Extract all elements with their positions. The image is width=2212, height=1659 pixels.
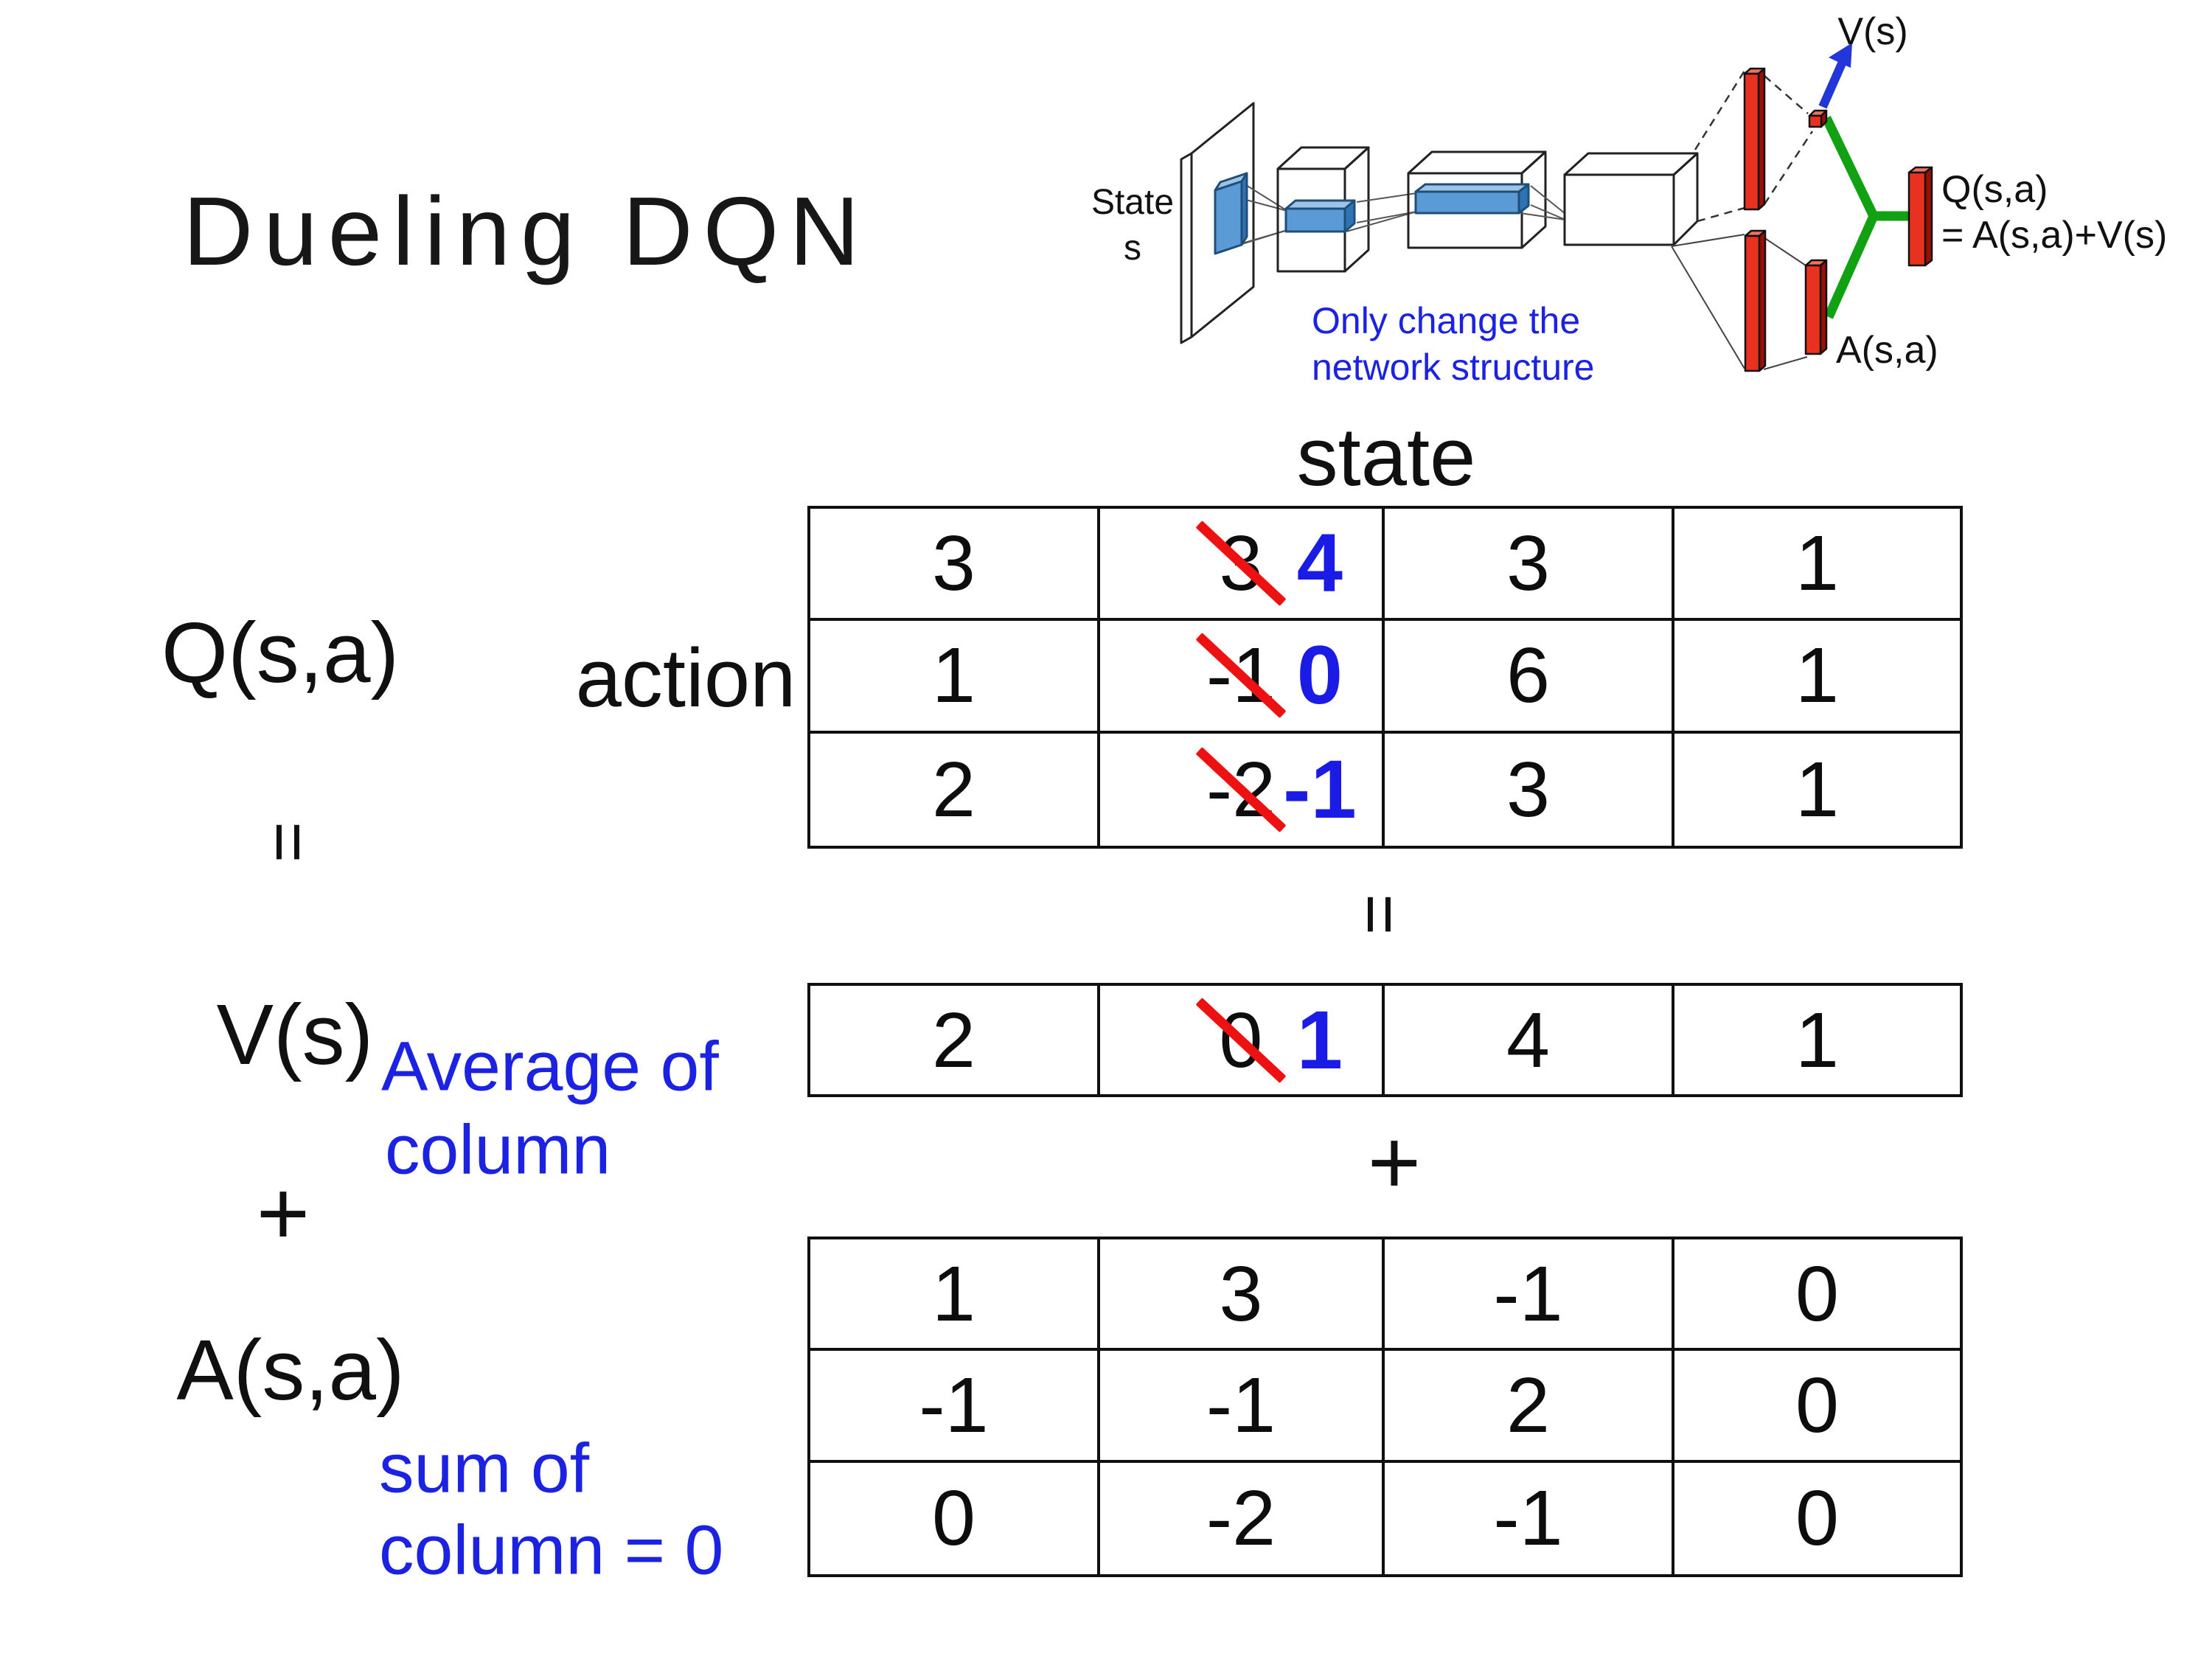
average-note-line2: column xyxy=(385,1110,611,1189)
cell-value: 2 xyxy=(932,996,975,1084)
a-cell: 3 xyxy=(1099,1239,1385,1352)
a-cell: -1 xyxy=(1385,1239,1674,1352)
cell-value: 3 xyxy=(932,520,975,608)
cell-value: 1 xyxy=(1795,520,1839,608)
a-cell: 1 xyxy=(810,1239,1100,1352)
diagram-note-line1: Only change the xyxy=(1312,300,1580,341)
hidden-vector-top xyxy=(1743,67,1766,211)
state-axis-label: state xyxy=(1296,411,1476,503)
hidden-vector-bottom xyxy=(1744,229,1767,372)
corrected-value: -1 xyxy=(1283,742,1357,835)
q-value-table: 3 3 4 3 1 1 -1 0 6 1 2 -2 -1 3 1 xyxy=(807,506,1963,849)
v-matrix-label: V(s) xyxy=(216,987,374,1082)
cell-value: -2 xyxy=(1206,1475,1276,1562)
feature-map-box-1 xyxy=(1284,199,1356,233)
plus-mid: + xyxy=(1367,1112,1422,1214)
a-cell: 2 xyxy=(1385,1351,1674,1463)
advantage-table: 1 3 -1 0 -1 -1 2 0 0 -2 -1 0 xyxy=(807,1237,1963,1577)
cell-value: 2 xyxy=(1506,1361,1550,1449)
conv-filter-patch xyxy=(1214,172,1248,255)
a-cell: 0 xyxy=(1674,1463,1960,1574)
diagram-q-output-formula: = A(s,a)+V(s) xyxy=(1941,214,2167,257)
cell-value: 3 xyxy=(1506,745,1550,833)
diagram-v-output-label: V(s) xyxy=(1837,10,1907,53)
cell-value: 1 xyxy=(1795,996,1839,1084)
cell-value: 0 xyxy=(1795,1361,1839,1449)
sum-note-line1: sum of xyxy=(379,1429,590,1508)
a-cell: -1 xyxy=(1385,1462,1674,1574)
value-scalar-node xyxy=(1808,109,1828,128)
v-cell-corrected: 0 1 xyxy=(1100,986,1385,1094)
q-cell: 3 xyxy=(810,509,1100,622)
a-cell: 0 xyxy=(810,1462,1100,1574)
dueling-network-diagram: State s V(s) Q(s,a) = A(s,a)+V(s) A(s,a)… xyxy=(1091,10,2167,388)
corrected-value: 0 xyxy=(1296,629,1343,722)
a-matrix-label: A(s,a) xyxy=(176,1322,405,1418)
a-cell: -1 xyxy=(1099,1351,1385,1463)
a-cell: -2 xyxy=(1100,1462,1385,1574)
equals-mid: = xyxy=(1340,893,1419,936)
flatten-layer-cube xyxy=(1563,152,1699,246)
cell-value: 0 xyxy=(932,1475,975,1562)
cell-value: 3 xyxy=(1506,520,1550,608)
corrected-value: 1 xyxy=(1296,993,1343,1086)
a-cell: 0 xyxy=(1674,1351,1960,1463)
cell-value: 0 xyxy=(1795,1250,1839,1338)
cell-value: -1 xyxy=(919,1361,989,1449)
conv-funnel-3 xyxy=(1520,185,1566,220)
corrected-value: 4 xyxy=(1296,517,1343,610)
a-cell: 0 xyxy=(1674,1239,1960,1352)
v-cell: 4 xyxy=(1385,986,1674,1094)
cell-value: -1 xyxy=(1493,1475,1563,1562)
cell-value: 1 xyxy=(1795,632,1839,720)
advantage-stream-links xyxy=(1671,234,1808,370)
q-cell: 2 xyxy=(810,733,1100,846)
cell-value: 4 xyxy=(1506,996,1550,1084)
cell-value: 0 xyxy=(1795,1475,1839,1562)
cell-value: 1 xyxy=(1795,745,1839,833)
v-cell: 2 xyxy=(810,986,1100,1094)
q-cell: 3 xyxy=(1385,509,1674,622)
cell-value: 3 xyxy=(1219,1250,1263,1338)
a-cell: -1 xyxy=(810,1351,1100,1463)
diagram-note-line2: network structure xyxy=(1312,347,1594,388)
q-cell: 1 xyxy=(810,621,1100,734)
aggregation-combiner xyxy=(1822,116,1911,319)
q-cell: 6 xyxy=(1385,621,1674,734)
cell-value: 1 xyxy=(932,632,975,720)
v-value-row: 2 0 1 4 1 xyxy=(807,983,1963,1097)
advantage-vector-node xyxy=(1804,259,1828,355)
diagram-a-output-label: A(s,a) xyxy=(1836,329,1938,372)
value-stream-dashed-links xyxy=(1694,70,1814,223)
cell-value: 6 xyxy=(1506,632,1550,720)
q-cell-corrected: -2 -1 xyxy=(1100,733,1385,846)
average-note-line1: Average of xyxy=(381,1027,719,1106)
cell-value: -1 xyxy=(1206,1361,1276,1449)
q-cell: 1 xyxy=(1674,509,1960,622)
q-cell-corrected: -1 0 xyxy=(1099,621,1385,734)
conv-funnel-2 xyxy=(1346,192,1417,232)
plus-left: + xyxy=(256,1163,310,1265)
cell-value: 2 xyxy=(932,745,975,833)
action-axis-label: action xyxy=(575,632,796,724)
diagram-q-output-label: Q(s,a) xyxy=(1941,168,2048,211)
q-cell-corrected: 3 4 xyxy=(1099,509,1385,622)
sum-note-line2: column = 0 xyxy=(379,1511,724,1590)
q-output-vector xyxy=(1907,166,1933,267)
diagram-state-label: State xyxy=(1091,183,1174,222)
slide-title: Dueling DQN xyxy=(183,177,870,285)
v-cell: 1 xyxy=(1674,986,1960,1094)
q-cell: 1 xyxy=(1674,734,1960,846)
cell-value: 1 xyxy=(932,1250,975,1338)
value-output-arrow xyxy=(1818,43,1852,109)
feature-map-box-2 xyxy=(1414,183,1530,215)
q-cell: 3 xyxy=(1385,733,1674,846)
diagram-state-s-label: s xyxy=(1124,229,1141,268)
cell-value: -1 xyxy=(1493,1250,1563,1338)
q-matrix-label: Q(s,a) xyxy=(161,605,400,700)
q-cell: 1 xyxy=(1674,621,1960,734)
equals-left: = xyxy=(249,821,328,863)
